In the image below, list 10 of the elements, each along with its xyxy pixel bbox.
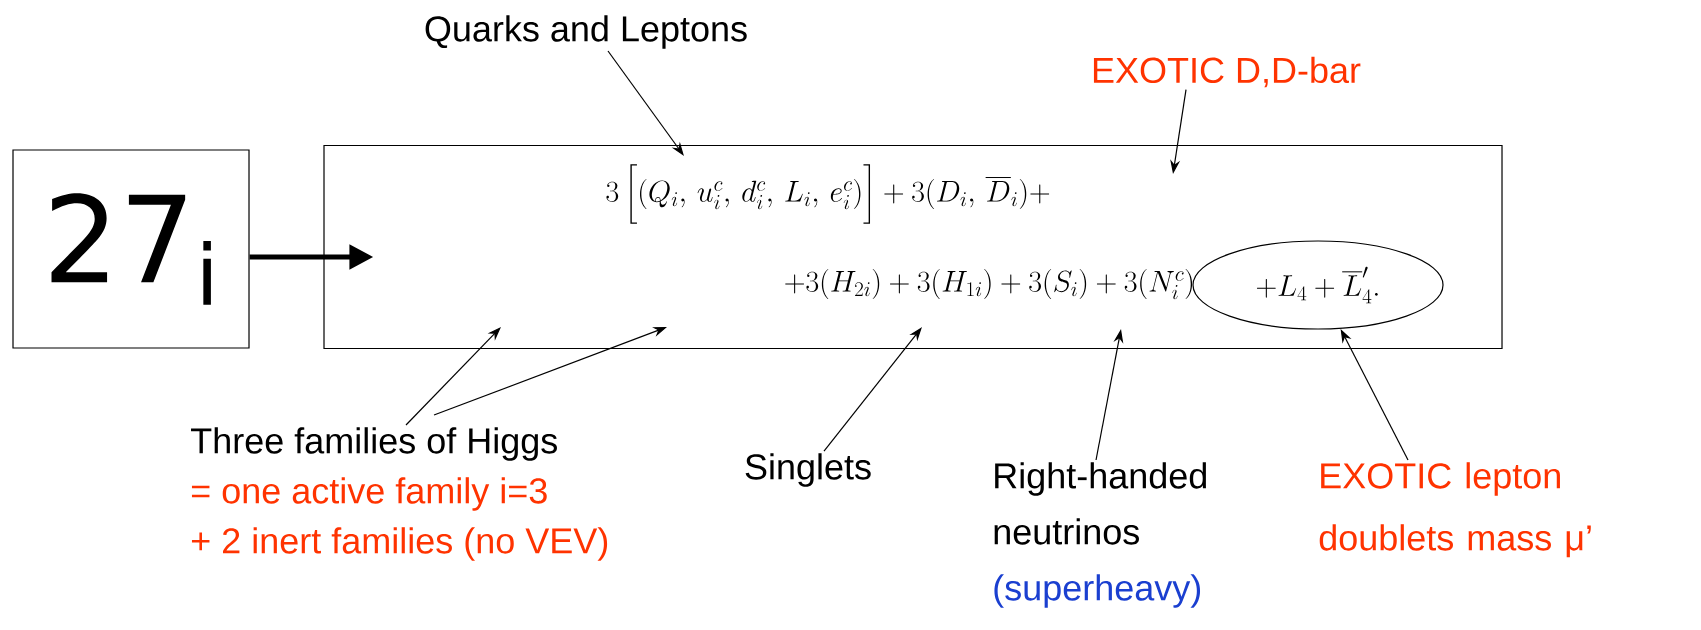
leader-line bbox=[405, 327, 501, 426]
label-text: Three families of Higgs = one active family i=3 + 2 inert families (no VEV) bbox=[191, 427, 608, 561]
leader-line bbox=[607, 50, 684, 156]
label-text: EXOTIC D,D-bar bbox=[1093, 56, 1361, 88]
leader-line bbox=[823, 327, 922, 452]
label-text: EXOTIC lepton doublets mass μ’ bbox=[1319, 462, 1591, 558]
label-text: Right-handed neutrinos (superheavy) bbox=[994, 462, 1206, 608]
number-box: 27$_{i}$ bbox=[12, 149, 250, 349]
label-text: Quarks and Leptons bbox=[425, 15, 747, 49]
label-text: Singlets bbox=[745, 453, 871, 487]
